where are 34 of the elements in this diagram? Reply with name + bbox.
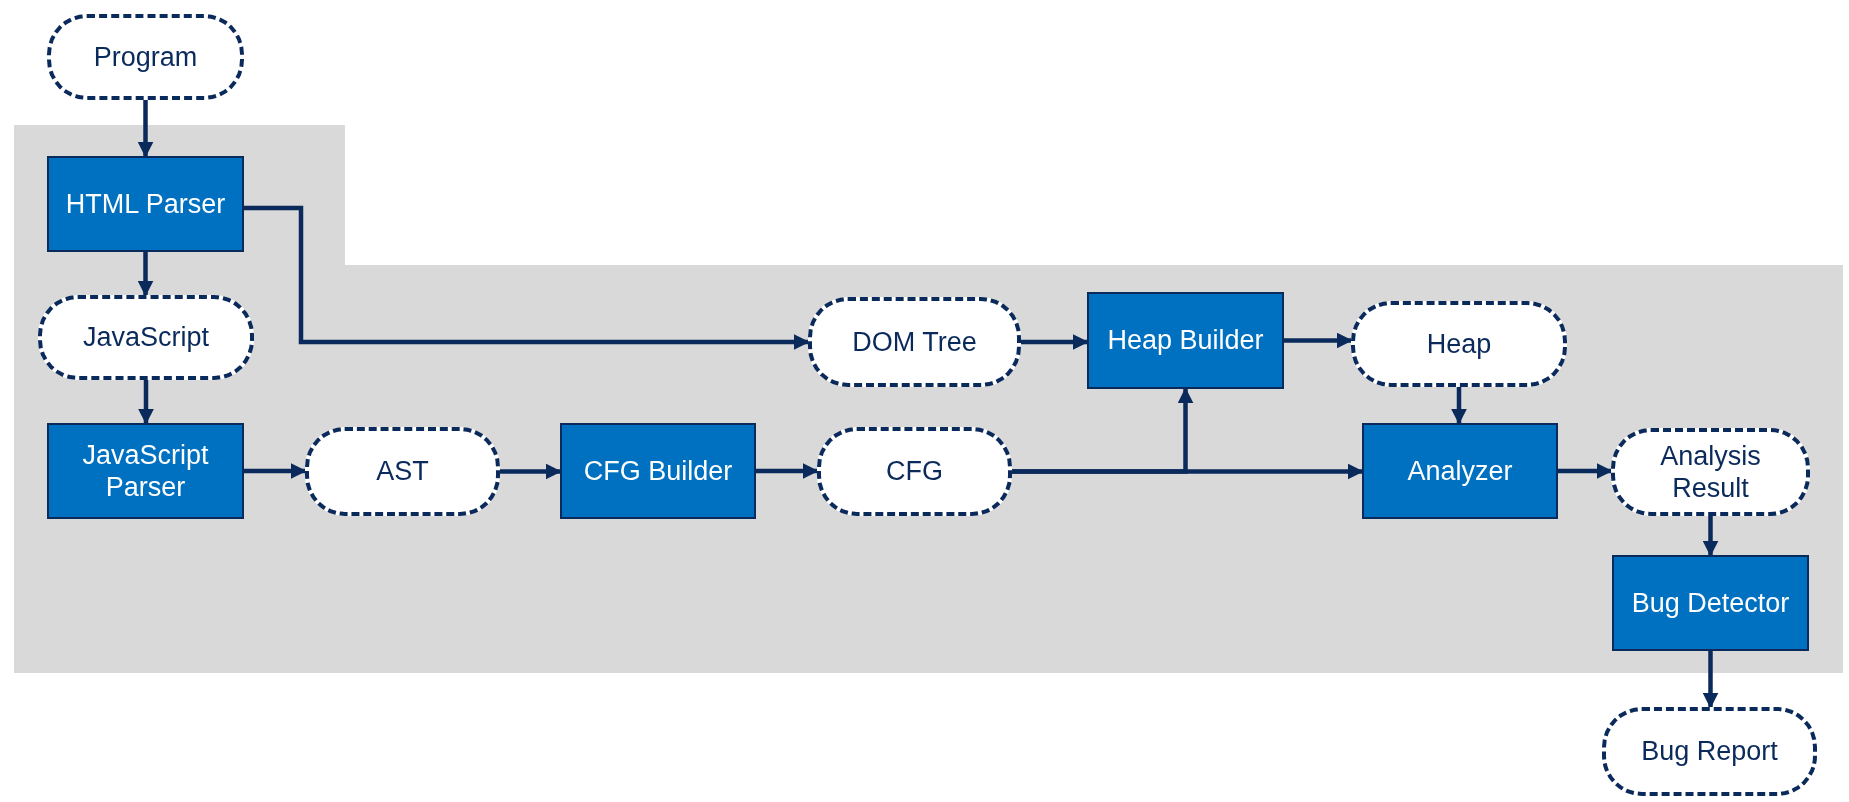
process-box xyxy=(1612,555,1809,651)
arrow xyxy=(244,463,307,479)
process-box xyxy=(560,423,756,519)
node-label: CFG xyxy=(886,455,943,488)
process-box xyxy=(1087,292,1284,389)
node-label: JavaScript xyxy=(82,321,210,354)
arrow xyxy=(1284,332,1353,349)
process-box xyxy=(47,156,244,252)
node-label: Program xyxy=(93,40,198,74)
arrow xyxy=(756,463,819,479)
node-label: Analyzer xyxy=(1407,454,1513,488)
arrow xyxy=(1702,651,1719,709)
node-label: HTML Parser xyxy=(65,187,226,221)
node-label: Analysis Result xyxy=(1659,439,1762,505)
process-box xyxy=(1362,423,1558,519)
arrow xyxy=(1451,387,1467,425)
arrow xyxy=(1021,334,1089,350)
arrow xyxy=(244,205,810,350)
node-label: DOM Tree xyxy=(852,325,977,359)
node-label: JavaScript Parser xyxy=(81,438,210,504)
arrow xyxy=(138,380,154,425)
node-label: CFG Builder xyxy=(583,454,733,488)
arrow xyxy=(500,463,562,480)
node-label: AST xyxy=(376,455,429,488)
process-box xyxy=(47,423,244,519)
arrow xyxy=(1558,463,1613,479)
node-label: Heap xyxy=(1426,327,1492,361)
arrow xyxy=(1702,516,1719,557)
arrow xyxy=(137,100,154,158)
node-label: Bug Detector xyxy=(1631,586,1790,620)
node-label: Heap Builder xyxy=(1107,324,1264,357)
arrow xyxy=(1012,387,1194,474)
arrow xyxy=(137,252,154,297)
node-label: Bug Report xyxy=(1641,735,1778,768)
